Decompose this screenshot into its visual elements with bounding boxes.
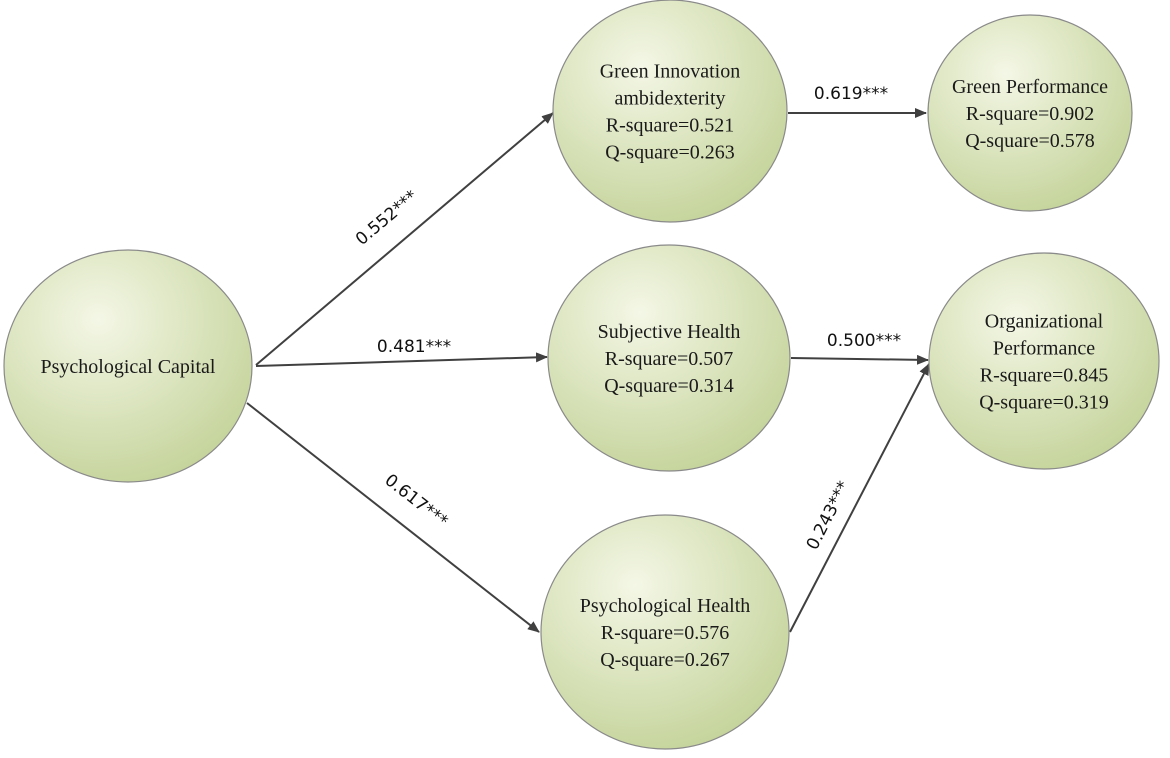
node-ellipse-organizational-performance [928,252,1160,470]
node-text-green-innovation-line-3: Q-square=0.263 [605,142,735,164]
node-text-subjective-health-line-1: R-square=0.507 [605,348,733,370]
node-subjective-health: Subjective HealthR-square=0.507Q-square=… [547,244,791,472]
node-text-organizational-performance-line-0: Organizational [985,311,1104,333]
node-psychological-health: Psychological HealthR-square=0.576Q-squa… [540,514,790,750]
node-green-performance: Green PerformanceR-square=0.902Q-square=… [927,14,1133,212]
edge-label-pc-ph: 0.617*** [381,470,452,531]
node-text-green-innovation-line-1: ambidexterity [614,88,725,110]
node-text-subjective-health-line-2: Q-square=0.314 [604,375,734,397]
node-organizational-performance: OrganizationalPerformanceR-square=0.845Q… [928,252,1160,470]
node-ellipse-psychological-health [540,514,790,750]
node-text-psychological-health-line-1: R-square=0.576 [601,622,729,644]
edge-label-sh-op: 0.500*** [827,331,901,351]
edges-layer [246,108,930,633]
node-text-green-innovation-line-2: R-square=0.521 [606,115,734,137]
arrow-ph-op [789,363,930,633]
node-ellipse-subjective-health [547,244,791,472]
node-text-green-performance-line-0: Green Performance [952,76,1108,98]
node-ellipse-psychological-capital [3,249,253,483]
edge-label-ph-op: 0.243*** [803,478,854,553]
node-text-green-performance-line-2: Q-square=0.578 [965,130,1095,152]
node-text-subjective-health-line-0: Subjective Health [598,321,741,343]
node-text-organizational-performance-line-2: R-square=0.845 [980,365,1108,387]
node-ellipse-green-innovation [552,0,788,223]
edge-label-pc-gi: 0.552*** [352,187,422,250]
arrow-pc-sh [255,352,548,367]
node-text-organizational-performance-line-3: Q-square=0.319 [979,392,1109,414]
nodes-layer: Psychological Capital Green Innovation amb… [3,0,1160,750]
node-text-organizational-performance-line-1: Performance [993,338,1095,360]
arrow-pc-ph [246,402,540,633]
edge-label-pc-sh: 0.481*** [377,337,451,357]
arrow-sh-op [790,354,929,365]
node-text-green-performance-line-1: R-square=0.902 [966,103,1094,125]
node-ellipse-green-performance [927,14,1133,212]
arrow-pc-gi [255,112,554,366]
node-green-innovation: Green Innovation ambidexterityR-square=0.… [552,0,788,223]
node-text-psychological-capital-line-0: Psychological Capital [41,356,216,378]
node-text-psychological-health-line-2: Q-square=0.267 [600,649,730,671]
edge-label-gi-gp: 0.619*** [814,84,888,104]
node-text-psychological-health-line-0: Psychological Health [580,595,751,617]
node-psychological-capital: Psychological Capital [3,249,253,483]
node-text-green-innovation-line-0: Green Innovation [600,61,741,83]
